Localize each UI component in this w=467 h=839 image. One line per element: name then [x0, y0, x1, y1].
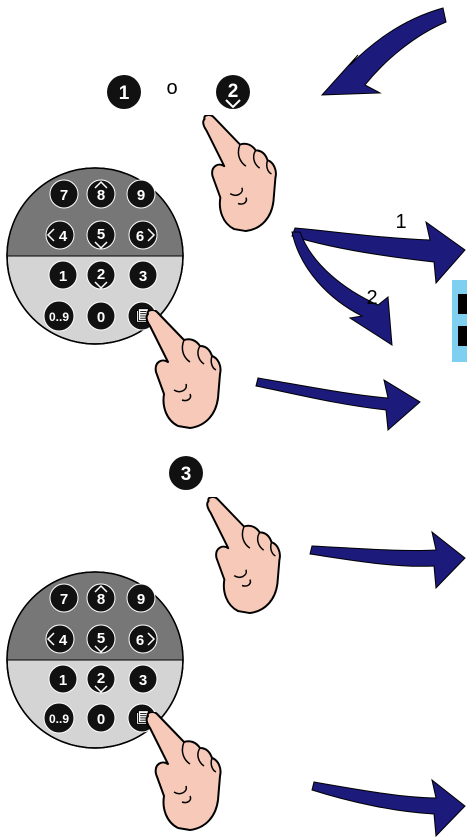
- step1-badge: 1: [107, 75, 141, 109]
- keypad-2-key-8[interactable]: 8: [87, 584, 115, 612]
- svg-text:3: 3: [139, 672, 147, 689]
- keypad-1-key-7[interactable]: 7: [50, 180, 78, 208]
- svg-text:2: 2: [97, 266, 105, 283]
- svg-text:1: 1: [59, 268, 67, 285]
- keypad-1-key-6[interactable]: 6: [129, 221, 157, 249]
- top-arrow: [322, 8, 446, 95]
- keypad-1-key-5[interactable]: 5: [87, 221, 115, 249]
- branch-label-2: 2: [366, 287, 377, 309]
- pointing-hand-icon: [147, 310, 221, 428]
- cropped-info-box: [452, 280, 467, 362]
- keypad-1-key-3[interactable]: 3: [129, 261, 157, 289]
- keypad-2-key-4[interactable]: 4: [46, 625, 74, 653]
- separator-label: o: [166, 77, 177, 99]
- svg-text:8: 8: [97, 591, 105, 608]
- keypad-1-key-9[interactable]: 9: [127, 180, 155, 208]
- keypad2-arrow: [312, 780, 465, 836]
- keypad-1-key-0-9[interactable]: 0..9: [44, 301, 74, 331]
- branch-label-1: 1: [395, 211, 406, 233]
- svg-text:0: 0: [97, 309, 105, 326]
- svg-text:9: 9: [137, 187, 145, 204]
- svg-text:6: 6: [136, 228, 144, 245]
- keypad-2-key-1[interactable]: 1: [49, 665, 77, 693]
- keypad-2-key-0-9[interactable]: 0..9: [44, 703, 74, 733]
- keypad-1-key-2[interactable]: 2: [87, 261, 115, 289]
- keypad-2-key-6[interactable]: 6: [129, 625, 157, 653]
- step3-arrow: [310, 532, 465, 588]
- step2-label: 2: [228, 81, 239, 102]
- keypad-1-key-1[interactable]: 1: [49, 261, 77, 289]
- svg-text:1: 1: [59, 672, 67, 689]
- svg-text:9: 9: [137, 591, 145, 608]
- svg-text:6: 6: [136, 632, 144, 649]
- keypad-1-key-4[interactable]: 4: [46, 221, 74, 249]
- step2-badge: 2: [216, 75, 250, 109]
- keypad1-arrow: [256, 378, 420, 430]
- keypad-1-key-8[interactable]: 8: [87, 180, 115, 208]
- svg-text:7: 7: [60, 187, 68, 204]
- keypad-2-key-2[interactable]: 2: [87, 665, 115, 693]
- keypad-2-key-9[interactable]: 9: [127, 584, 155, 612]
- svg-text:0..9: 0..9: [49, 712, 69, 726]
- svg-text:4: 4: [59, 632, 68, 649]
- keypad-2-key-7[interactable]: 7: [50, 584, 78, 612]
- pointing-hand-icon: [203, 115, 276, 231]
- step3-badge: 3: [169, 456, 203, 490]
- svg-text:4: 4: [59, 228, 68, 245]
- keypad-2-key-3[interactable]: 3: [129, 665, 157, 693]
- svg-text:5: 5: [97, 226, 105, 243]
- svg-text:2: 2: [97, 670, 105, 687]
- svg-text:0: 0: [97, 711, 105, 728]
- pointing-hand-icon: [147, 712, 221, 830]
- svg-text:0..9: 0..9: [49, 310, 69, 324]
- svg-text:7: 7: [60, 591, 68, 608]
- keypad-2-key-0[interactable]: 0: [87, 704, 115, 732]
- keypad-2-key-5[interactable]: 5: [87, 625, 115, 653]
- step3-label: 3: [181, 464, 192, 485]
- pointing-hand-icon: [207, 497, 280, 613]
- step1-label: 1: [119, 83, 130, 104]
- keypad-1-key-0[interactable]: 0: [87, 302, 115, 330]
- svg-text:8: 8: [97, 187, 105, 204]
- svg-text:3: 3: [139, 268, 147, 285]
- svg-text:5: 5: [97, 630, 105, 647]
